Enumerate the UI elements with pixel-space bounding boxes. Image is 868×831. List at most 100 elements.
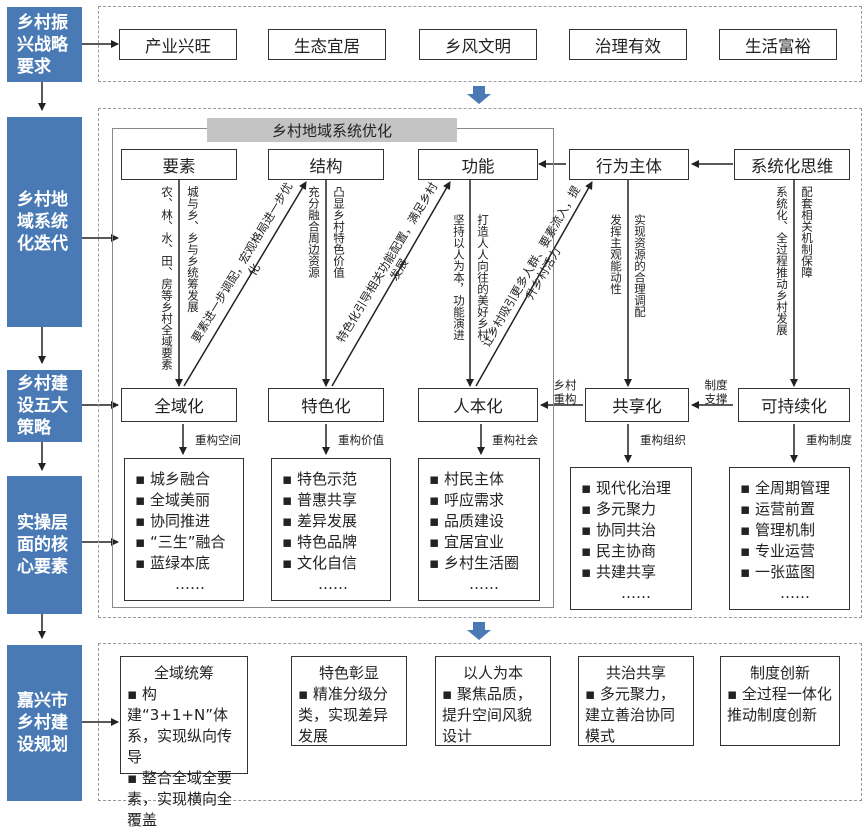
strategy-label: 人本化 bbox=[453, 397, 503, 416]
requirement-box: 治理有效 bbox=[569, 29, 687, 60]
node-label: 功能 bbox=[461, 156, 495, 176]
list-item: ▪ “三生”融合 bbox=[135, 533, 226, 551]
list-item: …… bbox=[175, 575, 205, 593]
strategy-label: 全域化 bbox=[154, 397, 204, 416]
edge-label-function-down: 坚持以人为本，功能演进 bbox=[452, 214, 466, 341]
requirement-label: 治理有效 bbox=[595, 36, 661, 56]
node-label: 行为主体 bbox=[596, 156, 662, 176]
list-item: ▪ 呼应需求 bbox=[429, 491, 504, 509]
list-item: ▪ 宜居宜业 bbox=[429, 533, 504, 551]
strategy-label: 特色化 bbox=[301, 397, 351, 416]
edge-label-elements-up: 城与乡、乡与乡统筹发展 bbox=[186, 186, 200, 313]
plan-item: ▪ 构建“3+1+N”体系，实现纵向传导 bbox=[127, 685, 233, 766]
restructure-label: 重构制度 bbox=[806, 433, 852, 447]
section-plans bbox=[98, 643, 862, 801]
list-item: …… bbox=[621, 584, 651, 602]
plan-title: 制度创新 bbox=[749, 664, 810, 682]
sidebar-core-elements: 实操层面的核心要素 bbox=[7, 476, 82, 614]
restructure-label: 重构价值 bbox=[338, 433, 384, 447]
node-label: 结构 bbox=[309, 156, 343, 176]
strategy-people-oriented: 人本化 bbox=[418, 388, 538, 422]
requirement-box: 产业兴旺 bbox=[119, 29, 237, 60]
plan-item: ▪ 整合全域全要素，实现横向全覆盖 bbox=[127, 769, 233, 829]
list-item: ▪ 城乡融合 bbox=[135, 470, 210, 488]
sidebar-jiaxing-plan: 嘉兴市乡村建设规划 bbox=[7, 645, 82, 801]
restructure-label: 重构组织 bbox=[640, 433, 686, 447]
list-item: ▪ 品质建设 bbox=[429, 512, 504, 530]
list-item: ▪ 特色示范 bbox=[282, 470, 357, 488]
strategy-down-arrows bbox=[179, 424, 798, 463]
list-item: ▪ 协同共治 bbox=[581, 521, 656, 539]
plan-box-people: 以人为本 ▪ 聚焦品质，提升空间风貌设计 bbox=[435, 656, 551, 746]
list-item: ▪ 差异发展 bbox=[282, 512, 357, 530]
sidebar-strategy-requirements: 乡村振兴战略要求 bbox=[7, 7, 82, 82]
plan-title: 全域统筹 bbox=[153, 664, 214, 682]
requirement-box: 生态宜居 bbox=[268, 29, 386, 60]
sidebar-label: 嘉兴市乡村建设规划 bbox=[17, 691, 68, 755]
list-item: ▪ 民主协商 bbox=[581, 542, 656, 560]
plan-box-characteristic: 特色彰显 ▪ 精准分级分类，实现差异发展 bbox=[291, 656, 407, 746]
edge-label-rural-restructure: 乡村重构 bbox=[553, 378, 577, 406]
edge-label-actor-left: 发挥主观能动性 bbox=[609, 214, 623, 295]
section-system bbox=[98, 108, 862, 618]
list-item: ▪ 文化自信 bbox=[282, 554, 357, 572]
plan-item: ▪ 多元聚力，建立善治协同模式 bbox=[585, 685, 676, 745]
edge-label-function-up: 打造人人向往的美好乡村 bbox=[476, 214, 490, 341]
plan-title: 特色彰显 bbox=[318, 664, 379, 682]
plan-box-shared: 共治共享 ▪ 多元聚力，建立善治协同模式 bbox=[578, 656, 694, 746]
requirement-box: 乡风文明 bbox=[419, 29, 537, 60]
edge-label-actor-right: 实现资源的合理调配 bbox=[633, 214, 647, 318]
edge-label-institution-support: 制度支撑 bbox=[704, 378, 728, 406]
core-list-holistic: ▪ 城乡融合 ▪ 全域美丽 ▪ 协同推进 ▪ “三生”融合 ▪ 蓝绿本底 …… bbox=[124, 458, 244, 601]
list-item: ▪ 协同推进 bbox=[135, 512, 210, 530]
core-list-sustainable: ▪ 全周期管理 ▪ 运营前置 ▪ 管理机制 ▪ 专业运营 ▪ 一张蓝图 …… bbox=[729, 467, 850, 610]
list-item: …… bbox=[780, 584, 810, 602]
edge-label-structure-down: 充分融合周边资源 bbox=[307, 186, 321, 278]
node-diagonal-arrows bbox=[183, 181, 593, 387]
list-item: ▪ 现代化治理 bbox=[581, 479, 671, 497]
edge-label-structure-up: 凸显乡村特色价值 bbox=[332, 186, 346, 278]
plan-box-institution: 制度创新 ▪ 全过程一体化推动制度创新 bbox=[720, 656, 840, 746]
sidebar-label: 乡村地域系统化迭代 bbox=[17, 190, 68, 254]
list-item: ▪ 专业运营 bbox=[740, 542, 815, 560]
plan-title: 共治共享 bbox=[605, 664, 666, 682]
requirement-box: 生活富裕 bbox=[719, 29, 837, 60]
list-item: …… bbox=[318, 575, 348, 593]
node-label: 系统化思维 bbox=[750, 156, 834, 176]
list-item: ▪ 乡村生活圈 bbox=[429, 554, 519, 572]
list-item: …… bbox=[469, 575, 499, 593]
restructure-label: 重构空间 bbox=[195, 433, 241, 447]
list-item: ▪ 普惠共享 bbox=[282, 491, 357, 509]
edge-label-system-left: 系统化、全过程推动乡村发展 bbox=[775, 186, 789, 336]
strategy-label: 共享化 bbox=[612, 397, 662, 416]
node-elements: 要素 bbox=[121, 149, 237, 180]
list-item: ▪ 特色品牌 bbox=[282, 533, 357, 551]
list-item: ▪ 管理机制 bbox=[740, 521, 815, 539]
restructure-label: 重构社会 bbox=[492, 433, 538, 447]
edge-label-system-right: 配套相关机制保障 bbox=[800, 186, 814, 278]
sidebar-label: 实操层面的核心要素 bbox=[17, 513, 68, 577]
strategy-characteristic: 特色化 bbox=[268, 388, 384, 422]
core-list-shared: ▪ 现代化治理 ▪ 多元聚力 ▪ 协同共治 ▪ 民主协商 ▪ 共建共享 …… bbox=[570, 467, 692, 610]
sidebar-label: 乡村建设五大策略 bbox=[17, 374, 68, 438]
list-item: ▪ 全周期管理 bbox=[740, 479, 830, 497]
section-requirements bbox=[98, 6, 862, 82]
strategy-shared: 共享化 bbox=[585, 388, 689, 422]
list-item: ▪ 村民主体 bbox=[429, 470, 504, 488]
list-item: ▪ 蓝绿本底 bbox=[135, 554, 210, 572]
node-label: 要素 bbox=[162, 156, 196, 176]
requirement-label: 乡风文明 bbox=[445, 36, 511, 56]
sidebar-label: 乡村振兴战略要求 bbox=[17, 12, 68, 77]
list-item: ▪ 运营前置 bbox=[740, 500, 815, 518]
sidebar-system-iteration: 乡村地域系统化迭代 bbox=[7, 117, 82, 327]
requirement-label: 产业兴旺 bbox=[145, 36, 211, 56]
connector-layer bbox=[38, 40, 798, 726]
plan-box-holistic: 全域统筹 ▪ 构建“3+1+N”体系，实现纵向传导 ▪ 整合全域全要素，实现横向… bbox=[120, 656, 248, 829]
plan-title: 以人为本 bbox=[462, 664, 523, 682]
plan-item: ▪ 全过程一体化推动制度创新 bbox=[727, 685, 832, 724]
optimization-title: 乡村地域系统优化 bbox=[207, 118, 457, 142]
core-list-characteristic: ▪ 特色示范 ▪ 普惠共享 ▪ 差异发展 ▪ 特色品牌 ▪ 文化自信 …… bbox=[271, 458, 391, 601]
strategy-sustainable: 可持续化 bbox=[738, 388, 850, 422]
plan-item: ▪ 聚焦品质，提升空间风貌设计 bbox=[442, 685, 533, 745]
edge-label-elements-down: 农、林、水、田、房等乡村全域要素 bbox=[160, 186, 174, 370]
